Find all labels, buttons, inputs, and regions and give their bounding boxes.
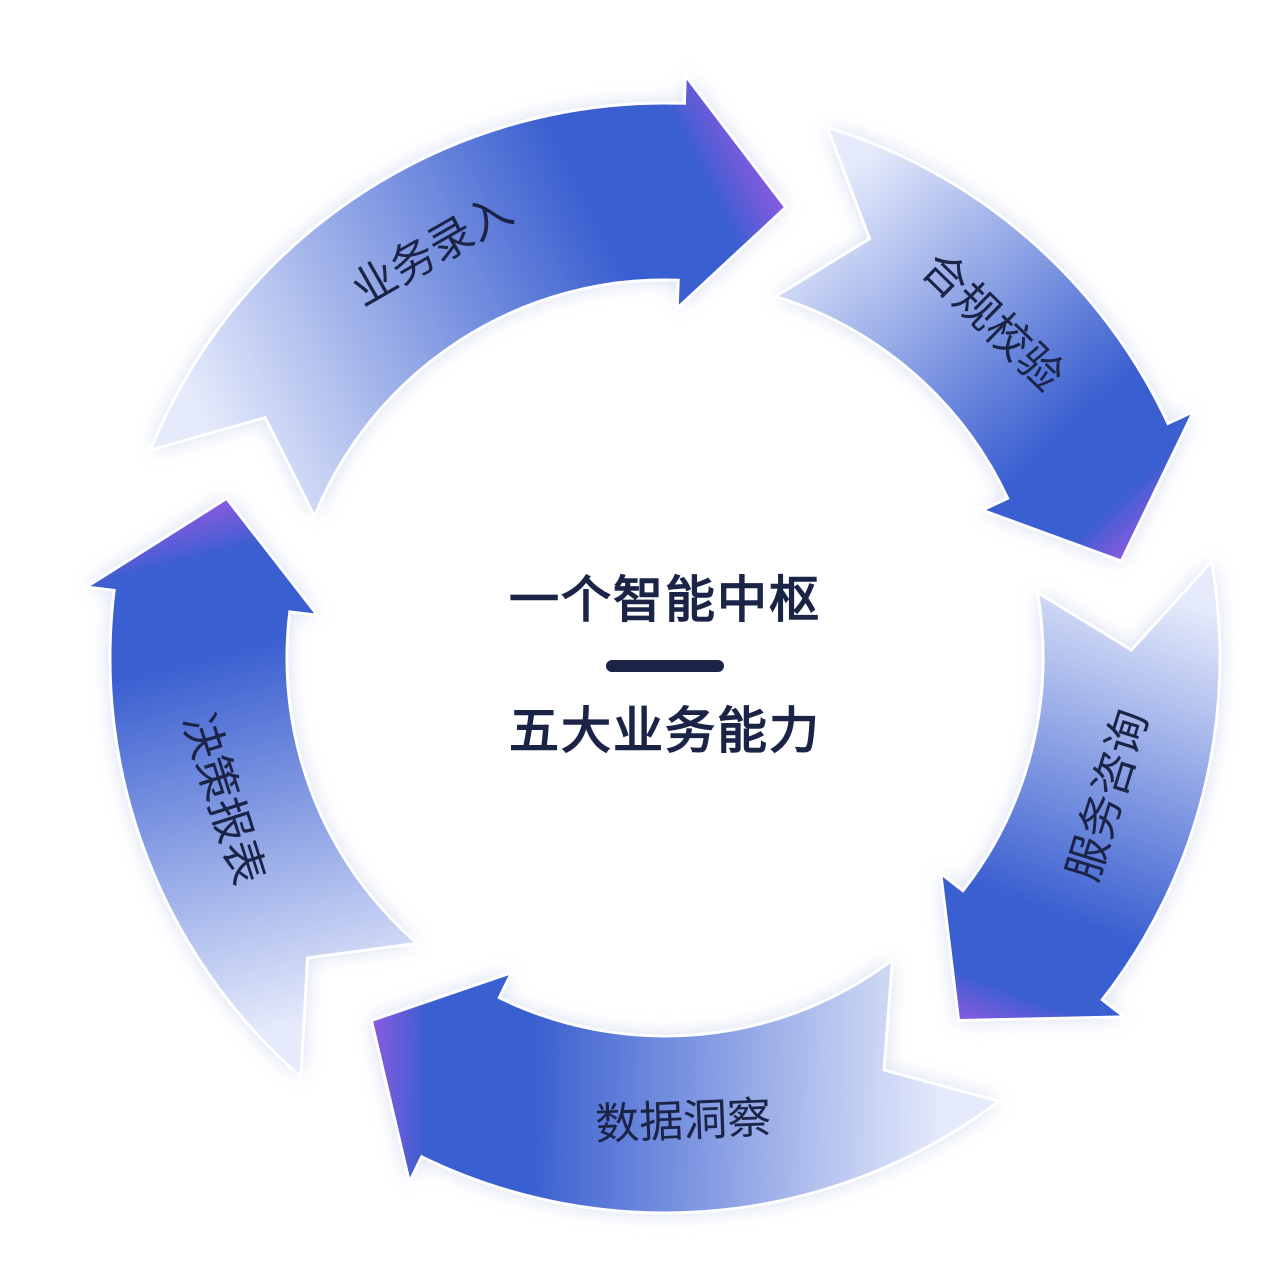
divider [606,660,724,672]
arrow-segment [369,956,1003,1215]
hub-subtitle: 五大业务能力 [509,702,821,760]
center-hub: 一个智能中枢 五大业务能力 [465,560,865,766]
segment-label: 数据洞察 [594,1093,772,1151]
arrow-segment [147,71,788,521]
arrow-segment [938,558,1222,1023]
arrow-segment [81,496,421,1081]
hub-title: 一个智能中枢 [509,571,821,629]
arrow-segment [771,124,1197,563]
